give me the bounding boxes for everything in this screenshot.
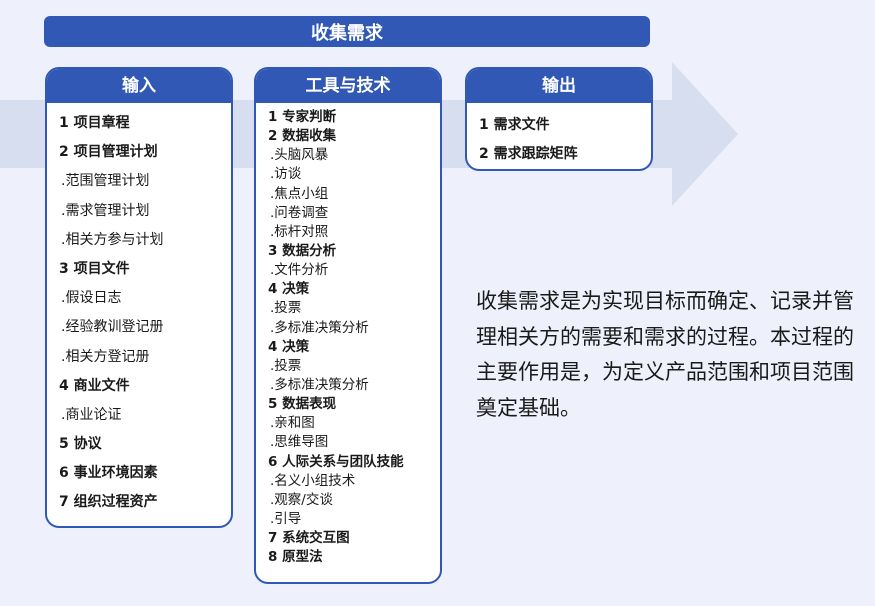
input-item: .范围管理计划 [61, 173, 150, 190]
tools-item: .文件分析 [270, 262, 329, 279]
tools-item: .焦点小组 [270, 185, 329, 202]
input-item: .商业论证 [61, 406, 122, 423]
tools-techniques-panel: 工具与技术 1 专家判断 2 数据收集 .头脑风暴 .访谈 .焦点小组 .问卷调查 .标杆对… [254, 67, 442, 584]
output-item: 1 需求文件 [479, 117, 550, 133]
tools-item: 1 专家判断 [268, 109, 337, 125]
tools-item: 4 决策 [268, 281, 310, 298]
tools-item: 6 人际关系与团队技能 [268, 453, 404, 470]
tools-item: .亲和图 [270, 415, 315, 432]
input-item: .相关方参与计划 [61, 231, 164, 248]
input-item: 7 组织过程资产 [59, 494, 158, 511]
tools-item: 5 数据表现 [268, 396, 337, 413]
tools-item: .投票 [270, 300, 302, 317]
input-item: 1 项目章程 [59, 115, 130, 131]
tools-item: .投票 [270, 357, 302, 374]
tools-item: .问卷调查 [270, 204, 329, 221]
tools-item: 2 数据收集 [268, 128, 337, 145]
outputs-header: 输出 [467, 69, 651, 103]
input-item: 5 协议 [59, 436, 102, 453]
outputs-panel: 输出 1 需求文件 2 需求跟踪矩阵 [465, 67, 653, 171]
tools-item: 4 决策 [268, 338, 310, 355]
process-title: 收集需求 [311, 22, 383, 44]
tools-techniques-list: 1 专家判断 2 数据收集 .头脑风暴 .访谈 .焦点小组 .问卷调查 .标杆对照 3 数据分… [256, 103, 440, 567]
tools-item: 3 数据分析 [268, 242, 337, 259]
tools-item: .引导 [270, 510, 302, 527]
tools-item: .头脑风暴 [270, 147, 329, 164]
input-item: 2 项目管理计划 [59, 144, 158, 161]
input-item: .假设日志 [61, 290, 122, 307]
inputs-header: 输入 [47, 69, 231, 103]
tools-item: .访谈 [270, 166, 302, 183]
inputs-list: 1 项目章程 2 项目管理计划 .范围管理计划 .需求管理计划 .相关方参与计划 3 项目… [47, 103, 231, 518]
tools-item: 8 原型法 [268, 549, 323, 566]
input-item: .相关方登记册 [61, 348, 150, 365]
tools-item: .多标准决策分析 [270, 319, 369, 336]
input-item: .经验教训登记册 [61, 319, 164, 336]
input-item: .需求管理计划 [61, 202, 150, 219]
tools-techniques-header: 工具与技术 [256, 69, 440, 103]
tools-item: 7 系统交互图 [268, 530, 350, 547]
inputs-panel: 输入 1 项目章程 2 项目管理计划 .范围管理计划 .需求管理计划 .相关方参与计划 3… [45, 67, 233, 528]
tools-item: .标杆对照 [270, 223, 329, 240]
process-description: 收集需求是为实现目标而确定、记录并管理相关方的需要和需求的过程。本过程的主要作用… [476, 289, 854, 420]
process-title-bar: 收集需求 [44, 16, 650, 47]
output-item: 2 需求跟踪矩阵 [479, 146, 578, 162]
tools-item: .多标准决策分析 [270, 376, 369, 393]
input-item: 3 项目文件 [59, 260, 130, 277]
tools-item: .思维导图 [270, 434, 329, 451]
tools-item: .观察/交谈 [270, 491, 333, 508]
tools-item: .名义小组技术 [270, 472, 356, 489]
outputs-list: 1 需求文件 2 需求跟踪矩阵 [467, 103, 651, 169]
input-item: 4 商业文件 [59, 377, 130, 394]
input-item: 6 事业环境因素 [59, 465, 158, 482]
